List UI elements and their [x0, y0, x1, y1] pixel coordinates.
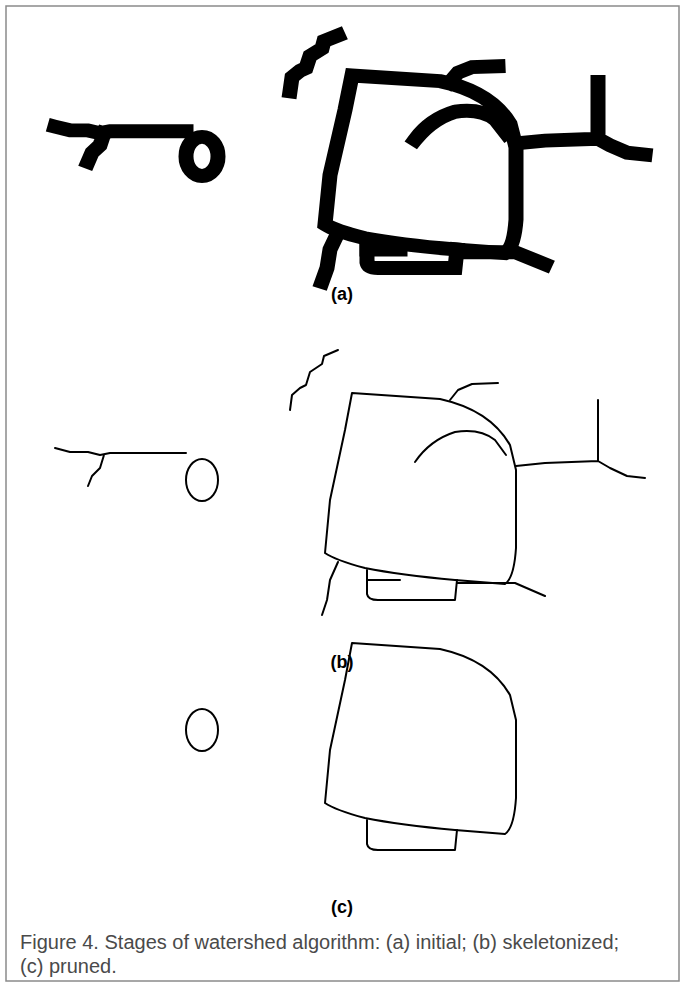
panel-label: (a) — [331, 284, 353, 305]
initial-blobs — [55, 36, 645, 282]
caption-slot: Figure 4. Stages of watershed algorithm:… — [20, 930, 620, 978]
figure-caption: Figure 4. Stages of watershed algorithm:… — [20, 930, 620, 978]
panel-label-slot: (b) — [331, 652, 354, 673]
panel-label: (b) — [331, 652, 354, 673]
panel-label: (c) — [331, 897, 353, 918]
pruned-lines — [186, 643, 516, 850]
panel-label-slot: (c) — [331, 897, 353, 918]
figure-frame — [6, 6, 679, 981]
skeleton-lines — [55, 350, 645, 615]
panel-label-slot: (a) — [331, 284, 353, 305]
